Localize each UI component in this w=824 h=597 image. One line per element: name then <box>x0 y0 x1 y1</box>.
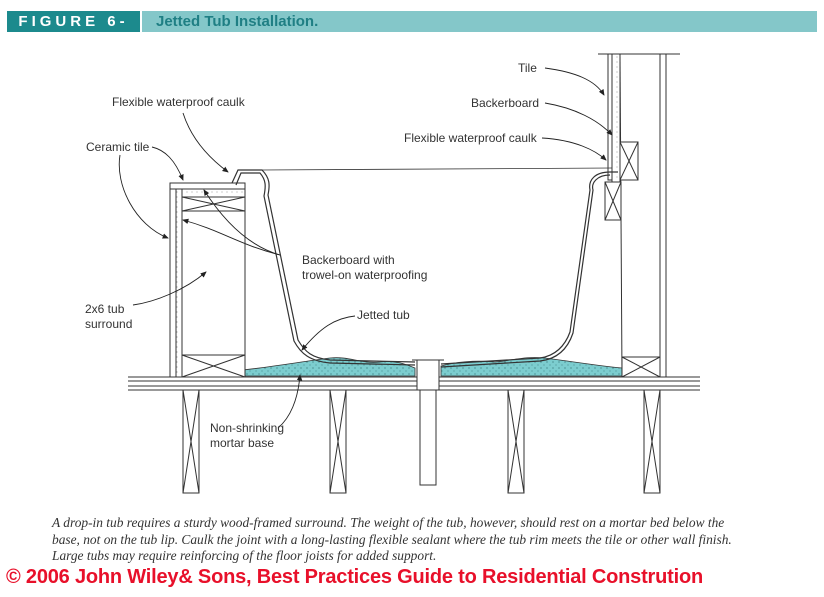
label-ceramic-tile: Ceramic tile <box>86 140 150 154</box>
floor-joists <box>182 389 661 494</box>
label-caulk-left: Flexible waterproof caulk <box>112 95 246 109</box>
jetted-tub <box>231 167 618 368</box>
label-tub-surround-2: surround <box>85 317 132 331</box>
callout-labels: Tile Backerboard Flexible waterproof cau… <box>85 61 539 450</box>
joist <box>182 389 200 494</box>
joist <box>329 389 347 494</box>
figure-number: FIGURE 6-53 <box>7 11 140 51</box>
label-backerboard-with-1: Backerboard with <box>302 253 395 267</box>
floor-subfloor <box>128 376 700 391</box>
label-mortar-1: Non-shrinking <box>210 421 284 435</box>
label-backerboard-with-2: trowel-on waterproofing <box>302 268 427 282</box>
joist <box>507 389 525 494</box>
figure-caption: A drop-in tub requires a sturdy wood-fra… <box>52 515 732 563</box>
label-mortar-2: mortar base <box>210 436 274 450</box>
label-tub-surround-1: 2x6 tub <box>85 302 125 316</box>
label-tile: Tile <box>518 61 537 75</box>
left-surround <box>169 182 246 378</box>
joist <box>643 389 661 494</box>
figure-title: Jetted Tub Installation. <box>142 11 817 32</box>
label-caulk-right: Flexible waterproof caulk <box>404 131 538 145</box>
copyright-watermark: © 2006 John Wiley& Sons, Best Practices … <box>6 566 703 588</box>
label-backerboard: Backerboard <box>471 96 539 110</box>
label-jetted-tub: Jetted tub <box>357 308 410 322</box>
right-wall <box>598 53 680 378</box>
leader-lines <box>118 67 613 429</box>
mortar-base <box>242 357 623 377</box>
drain-pipe <box>412 359 444 486</box>
